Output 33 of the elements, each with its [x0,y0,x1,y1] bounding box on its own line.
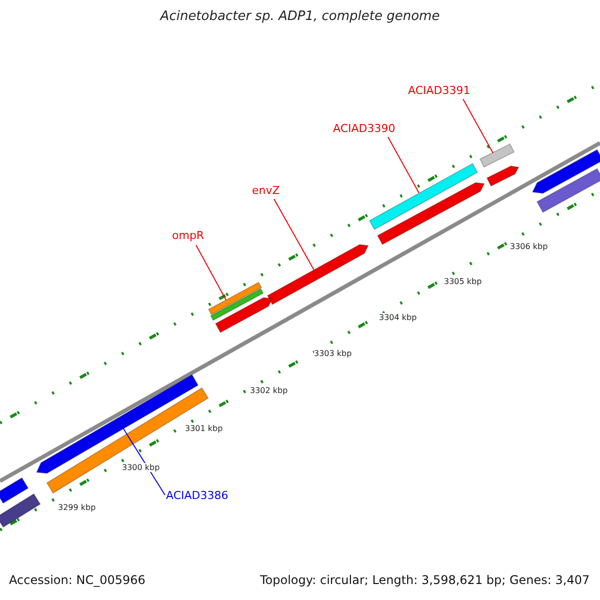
position-label: 3299 kbp [58,503,96,512]
leader-line [196,244,226,300]
gene-feature [368,162,478,230]
gene-feature [376,182,485,246]
leader-line [462,98,494,154]
gene-feature [0,477,29,504]
gene-feature [536,168,600,213]
title: Acinetobacter sp. ADP1, complete genome [158,10,441,25]
gene-feature [532,149,600,194]
leader-line [274,198,314,270]
gene-label: ACIAD3386 [166,490,228,503]
gene-feature [479,143,515,168]
gene-feature [266,244,369,306]
position-label: 3305 kbp [444,277,482,286]
gene-label: envZ [252,185,280,198]
genome-summary-text: Topology: circular; Length: 3,598,621 bp; Genes: 3,407 [260,574,590,588]
gene-label: ompR [172,230,204,243]
position-label: 3303 kbp [314,349,352,358]
accession-text: Accession: NC_005966 [9,574,146,588]
position-label: 3304 kbp [379,313,417,322]
gene-label: ACIAD3390 [333,123,396,136]
gene-feature [0,493,41,528]
position-label: 3306 kbp [510,242,548,252]
gene-feature [208,282,262,316]
position-label: 3302 kbp [250,386,288,396]
gene-feature [486,165,520,187]
gene-label: ACIAD3391 [408,85,470,98]
leader-line [122,428,166,496]
position-label: 3300 kbp [122,463,160,472]
gene-feature [214,297,273,334]
position-label: 3301 kbp [185,424,223,434]
gene-feature [210,288,264,321]
leader-line [388,136,420,194]
